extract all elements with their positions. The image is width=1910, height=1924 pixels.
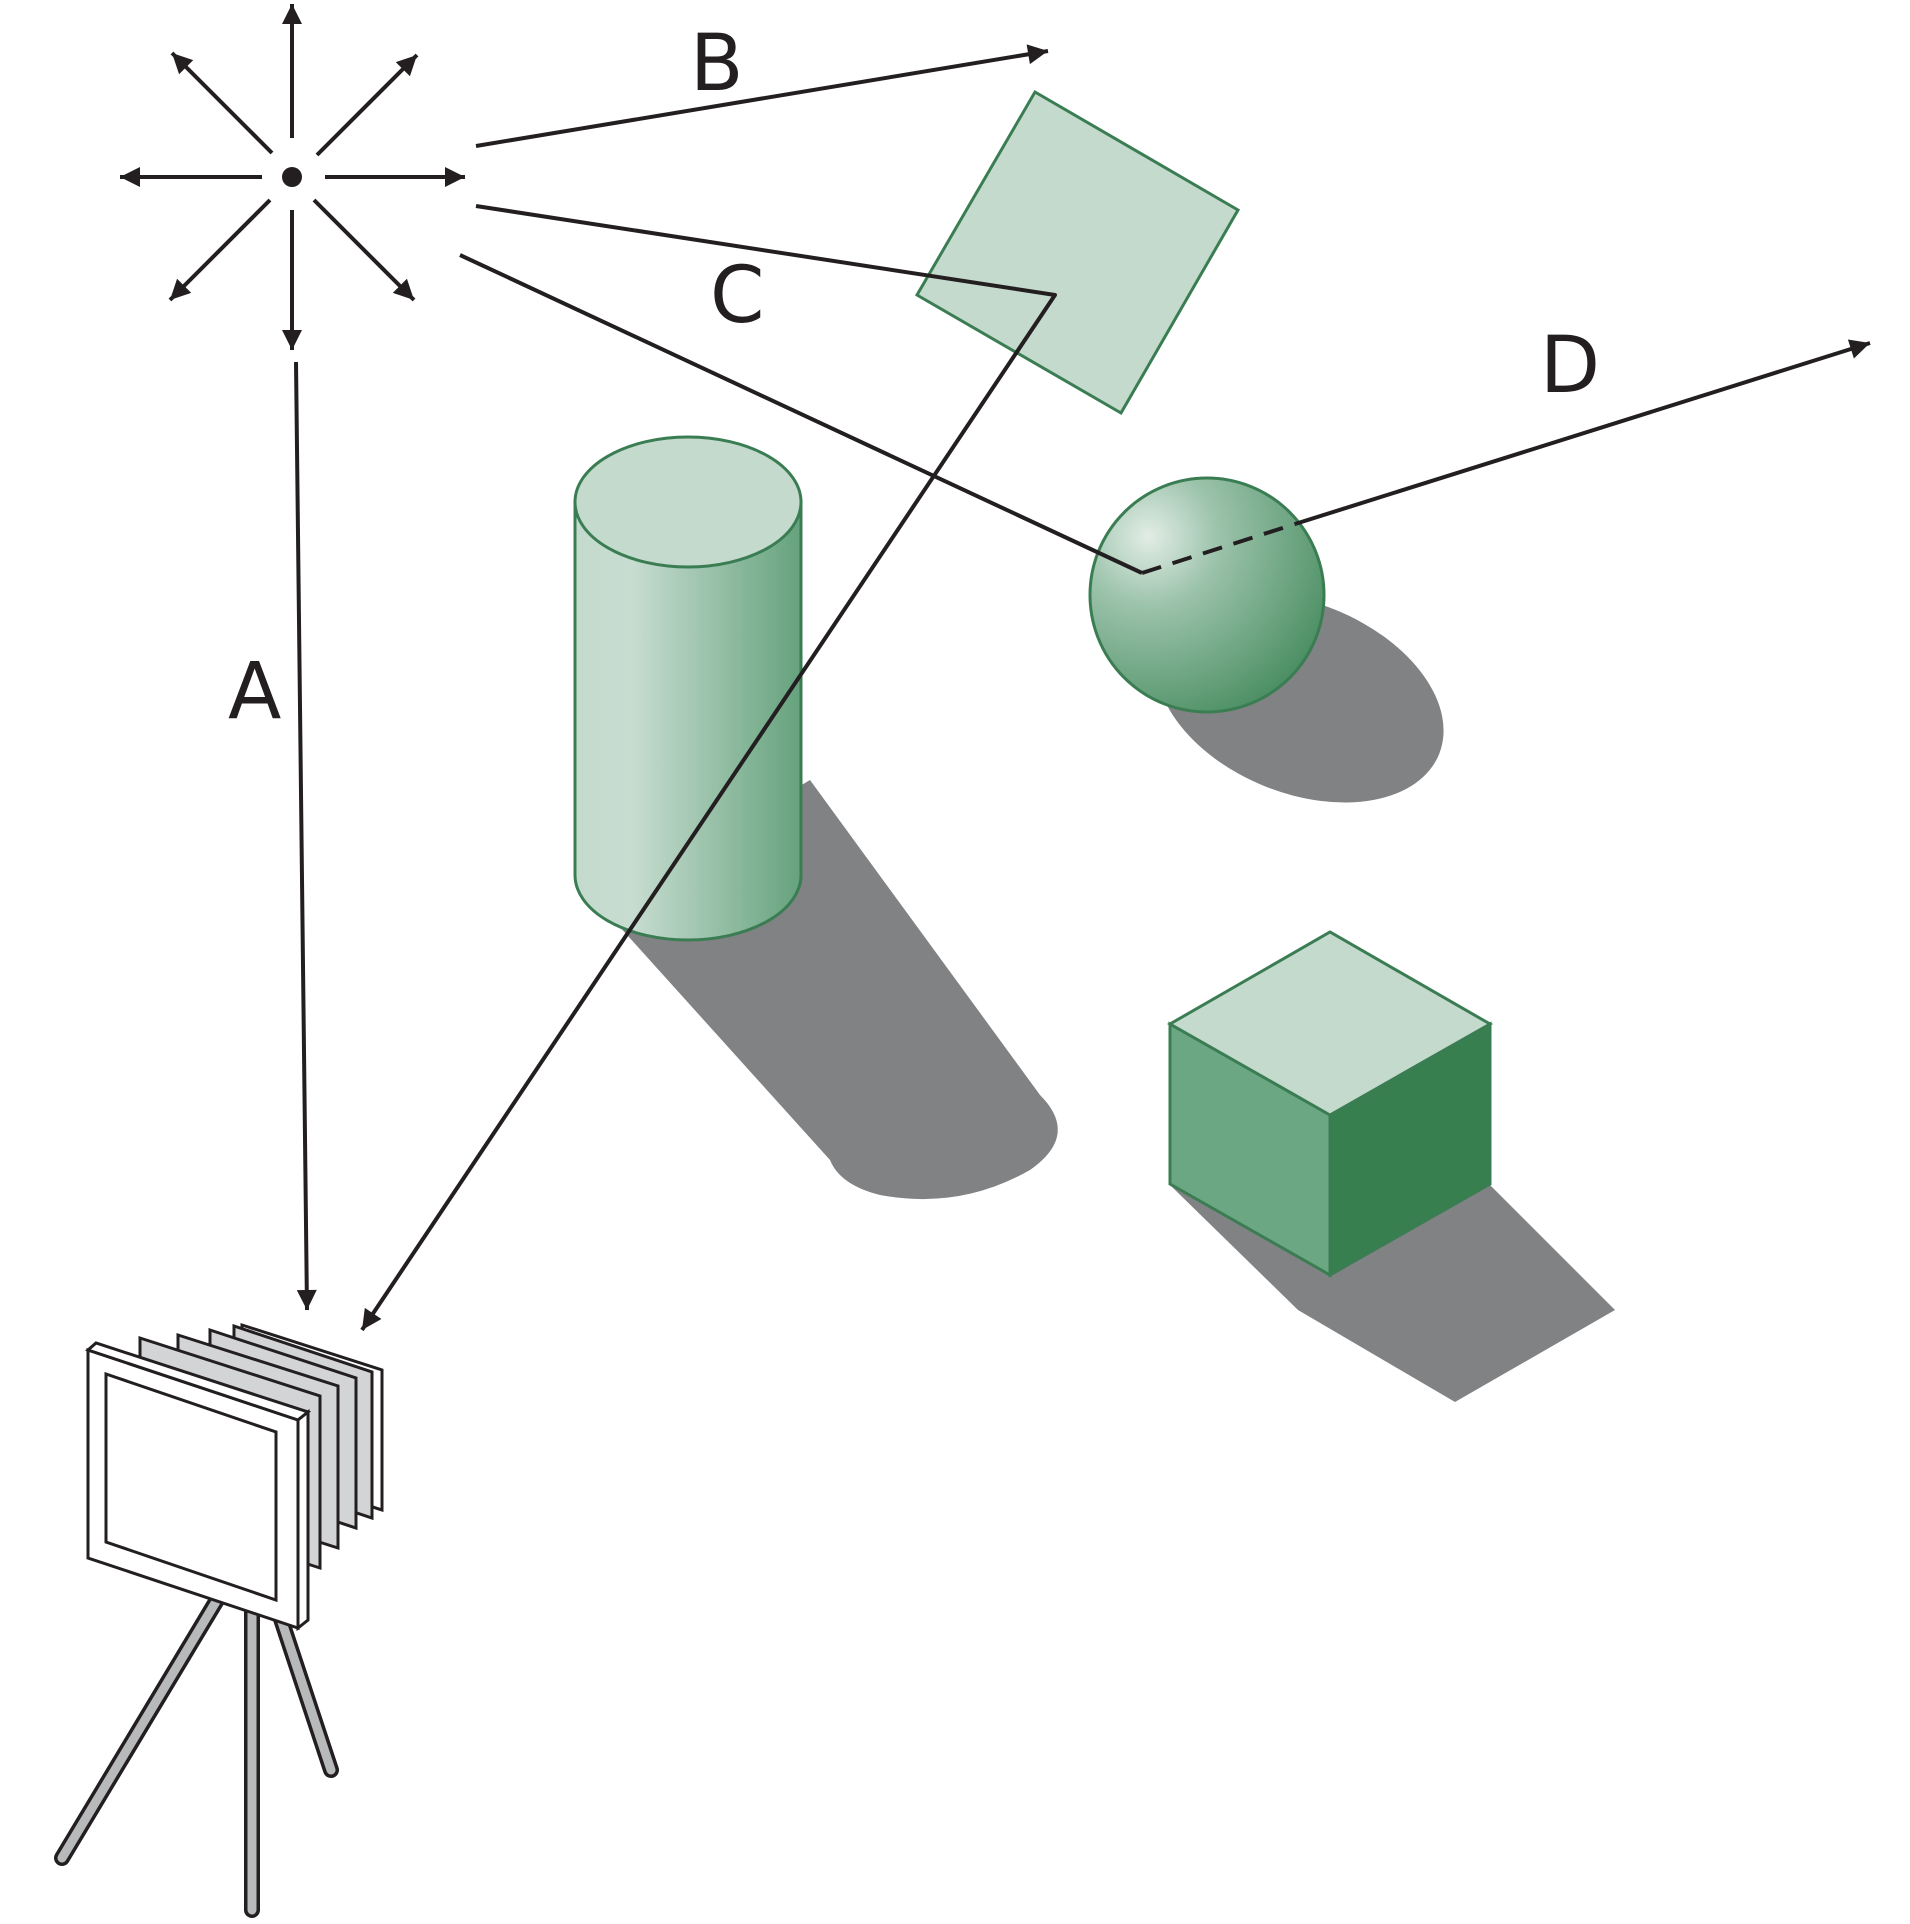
transparent-panel	[914, 89, 1241, 416]
ray-d	[459, 253, 1871, 575]
cylinder	[573, 435, 803, 942]
label-b: B	[690, 19, 744, 109]
label-c: C	[710, 251, 764, 341]
ray-a	[294, 361, 317, 1311]
sphere	[1088, 476, 1326, 714]
light-source-burst-icon	[120, 4, 465, 350]
cube	[1166, 930, 1494, 1278]
ray-c	[360, 204, 1057, 1332]
ray-b	[475, 44, 1049, 148]
label-a: A	[228, 647, 281, 737]
label-d: D	[1540, 321, 1600, 411]
bellows-camera-icon	[54, 1322, 384, 1918]
